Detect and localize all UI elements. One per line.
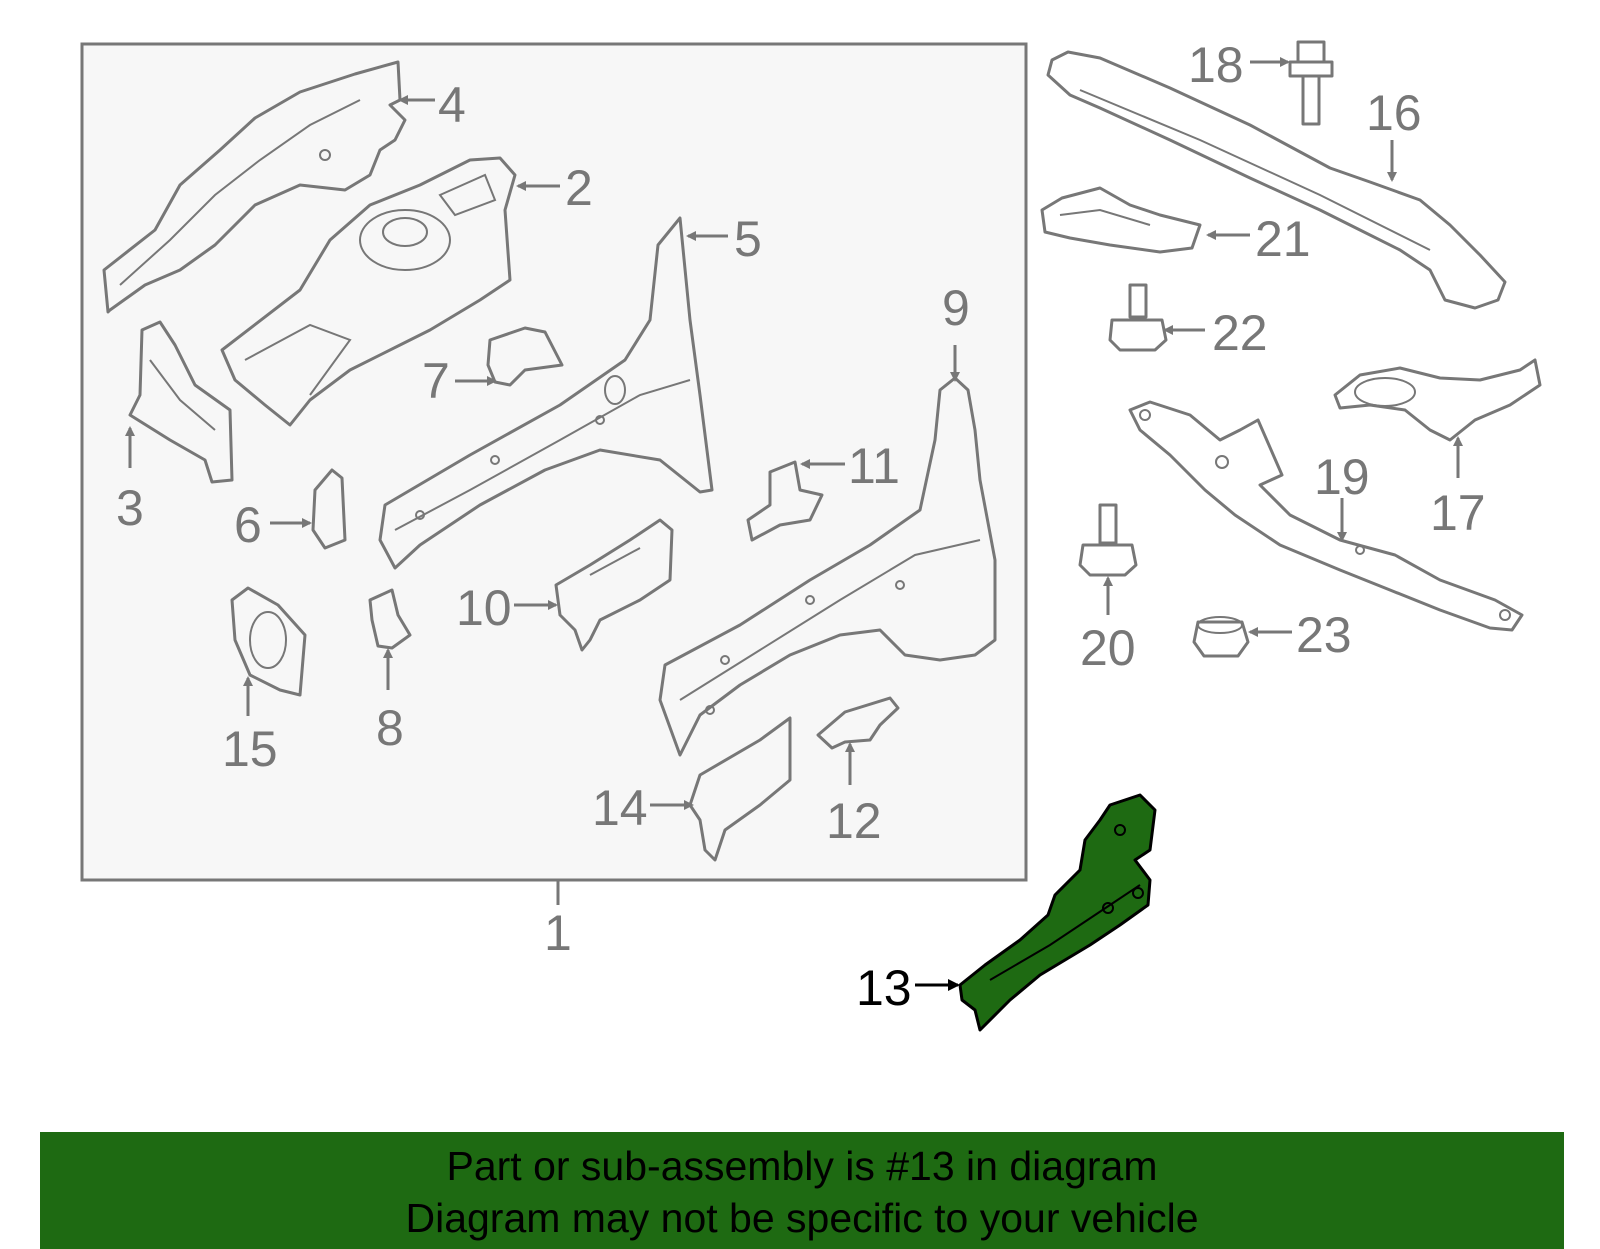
part-17-shape[interactable] [1333, 358, 1542, 442]
callout-6: 6 [234, 497, 262, 553]
callout-17: 17 [1430, 485, 1486, 541]
banner-line-disclaimer: Diagram may not be specific to your vehi… [405, 1195, 1199, 1241]
part-18-shape[interactable] [1288, 40, 1334, 126]
part-22-shape[interactable] [1108, 283, 1168, 352]
callout-7: 7 [422, 353, 450, 409]
callout-16: 16 [1366, 85, 1422, 141]
part-16-shape[interactable] [1046, 50, 1507, 310]
part-13-shape[interactable] [958, 793, 1157, 1032]
callout-10: 10 [456, 580, 512, 636]
part-6-shape[interactable] [311, 468, 347, 550]
callout-13: 13 [856, 960, 912, 1016]
callout-12: 12 [826, 793, 882, 849]
callout-21: 21 [1255, 211, 1311, 267]
callout-14: 14 [592, 780, 648, 836]
callout-23: 23 [1296, 607, 1352, 663]
callout-9: 9 [942, 280, 970, 336]
part-23-shape[interactable] [1192, 616, 1250, 658]
part-10-shape[interactable] [554, 518, 674, 652]
part-21-shape[interactable] [1040, 186, 1202, 254]
callout-3: 3 [116, 480, 144, 536]
part-20-shape[interactable] [1078, 503, 1138, 577]
part-4-shape[interactable] [102, 60, 407, 314]
part-5-shape[interactable] [378, 216, 714, 570]
part-3-shape[interactable] [128, 320, 234, 484]
part-14-shape[interactable] [688, 716, 792, 862]
callout-20: 20 [1080, 620, 1136, 676]
part-9-shape[interactable] [658, 376, 997, 757]
part-15-shape[interactable] [230, 586, 307, 697]
callout-22: 22 [1212, 305, 1268, 361]
callout-19: 19 [1314, 449, 1370, 505]
callout-8: 8 [376, 700, 404, 756]
banner-line-part-number: Part or sub-assembly is #13 in diagram [446, 1143, 1158, 1189]
callout-1: 1 [544, 905, 572, 961]
part-19-shape[interactable] [1128, 400, 1524, 632]
part-7-shape[interactable] [486, 326, 564, 387]
part-2-shape[interactable] [220, 156, 517, 427]
part-8-shape[interactable] [368, 588, 412, 650]
callout-2: 2 [565, 160, 593, 216]
part-12-shape[interactable] [816, 696, 900, 750]
callout-15: 15 [222, 721, 278, 777]
callout-11: 11 [848, 438, 900, 494]
callout-18: 18 [1188, 37, 1244, 93]
callout-5: 5 [734, 211, 762, 267]
callout-4: 4 [438, 77, 466, 133]
part-info-banner: Part or sub-assembly is #13 in diagram D… [40, 1132, 1564, 1249]
part-11-shape[interactable] [746, 460, 824, 542]
